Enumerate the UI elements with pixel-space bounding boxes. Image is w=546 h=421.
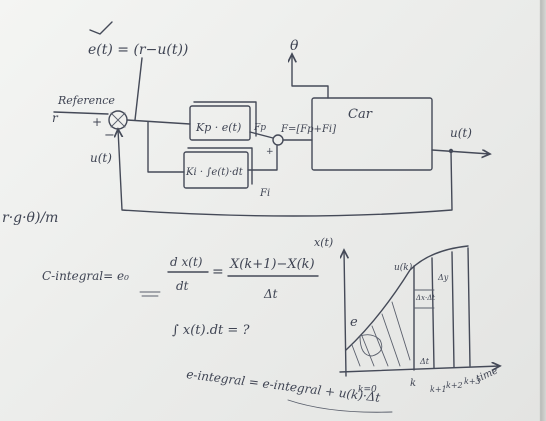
error-signal-line bbox=[126, 119, 191, 125]
ki-block-shadow bbox=[187, 147, 253, 185]
graph-curve bbox=[345, 245, 469, 351]
reference-label: Reference bbox=[57, 94, 115, 107]
derivative-equals: = bbox=[212, 264, 224, 280]
system-output-arrow bbox=[431, 150, 490, 154]
difference-numerator: X(k+1)−X(k) bbox=[229, 257, 315, 272]
partial-expression: r·g·θ)/m bbox=[2, 210, 58, 226]
c-integral-label: C-integral= e₀ bbox=[42, 269, 129, 283]
summing-junction-cross bbox=[110, 112, 126, 128]
graph-e-label: e bbox=[350, 315, 358, 330]
ki-block-label: Ki · ∫e(t)·dt bbox=[185, 167, 244, 178]
branch-to-integral bbox=[147, 121, 185, 173]
graph-k2-label: k+2 bbox=[446, 381, 463, 390]
force-sum-label: F=[Fp+Fi] bbox=[280, 124, 336, 135]
derivative-denominator: dt bbox=[176, 279, 189, 293]
graph-k-label: k bbox=[410, 378, 416, 389]
fi-label: Fi bbox=[259, 188, 270, 199]
graph-k3-line bbox=[467, 247, 471, 367]
sum-minus-sign: − bbox=[104, 128, 115, 143]
graph-y-label: x(t) bbox=[314, 236, 333, 249]
e0-underline bbox=[139, 291, 161, 297]
check-mark bbox=[89, 21, 113, 35]
force-sum-plus: + bbox=[266, 147, 274, 157]
difference-denominator: Δt bbox=[263, 287, 278, 301]
force-summing-junction bbox=[272, 134, 284, 146]
derivative-numerator: d x(t) bbox=[170, 255, 203, 269]
sum-plus-sign: + bbox=[92, 115, 102, 129]
graph-k2-line bbox=[451, 251, 455, 368]
graph-k1-line bbox=[431, 257, 435, 369]
error-annotation-pointer bbox=[134, 57, 143, 121]
graph-k0-label: k=0 bbox=[358, 385, 377, 395]
graph-k1-label: k+1 bbox=[430, 385, 447, 394]
graph-uk-label: u(k) bbox=[394, 262, 413, 273]
reference-r: r bbox=[52, 111, 59, 125]
graph-dxdt-label: Δx·Δt bbox=[415, 294, 435, 302]
kp-block-label: Kp · e(t) bbox=[195, 121, 241, 134]
error-definition: e(t) = (r−u(t)) bbox=[88, 42, 188, 58]
graph-dy-label: Δy bbox=[437, 273, 449, 282]
graph-dt-label: Δt bbox=[419, 357, 430, 366]
integral-update-equation: e-integral = e-integral + u(k)·Δt bbox=[186, 367, 382, 405]
graph-x-axis bbox=[339, 366, 500, 373]
integral-question: ∫ x(t).dt = ? bbox=[172, 323, 250, 338]
graph-shaded-blob bbox=[359, 334, 383, 357]
reference-input-line bbox=[53, 111, 109, 115]
theta-output-arrow bbox=[292, 54, 329, 99]
car-label: Car bbox=[348, 107, 373, 122]
feedback-u-label: u(t) bbox=[90, 151, 112, 165]
graph-y-axis bbox=[344, 250, 346, 377]
fp-label: Fp bbox=[253, 123, 266, 133]
output-u-label: u(t) bbox=[450, 126, 472, 140]
graph-k3-label: k+3 bbox=[464, 377, 481, 386]
theta-label: θ bbox=[290, 38, 299, 54]
